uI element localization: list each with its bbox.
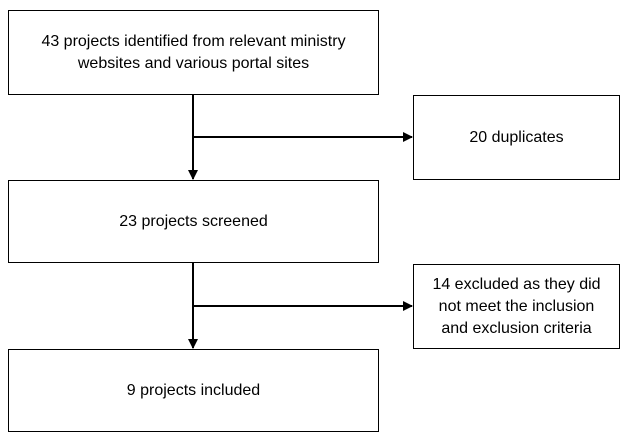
duplicates-text: 20 duplicates — [469, 128, 564, 146]
identified-box: 43 projects identified from relevant min… — [8, 10, 379, 95]
screened-text: 23 projects screened — [119, 212, 268, 230]
screened-box: 23 projects screened — [8, 180, 379, 263]
included-box: 9 projects included — [8, 349, 379, 432]
identified-text: 43 projects identified from relevant min… — [41, 32, 346, 72]
excluded-box: 14 excluded as they did not meet the inc… — [413, 264, 620, 349]
duplicates-box: 20 duplicates — [413, 95, 620, 180]
included-text: 9 projects included — [126, 381, 261, 399]
excluded-text: 14 excluded as they did not meet the inc… — [432, 275, 601, 337]
